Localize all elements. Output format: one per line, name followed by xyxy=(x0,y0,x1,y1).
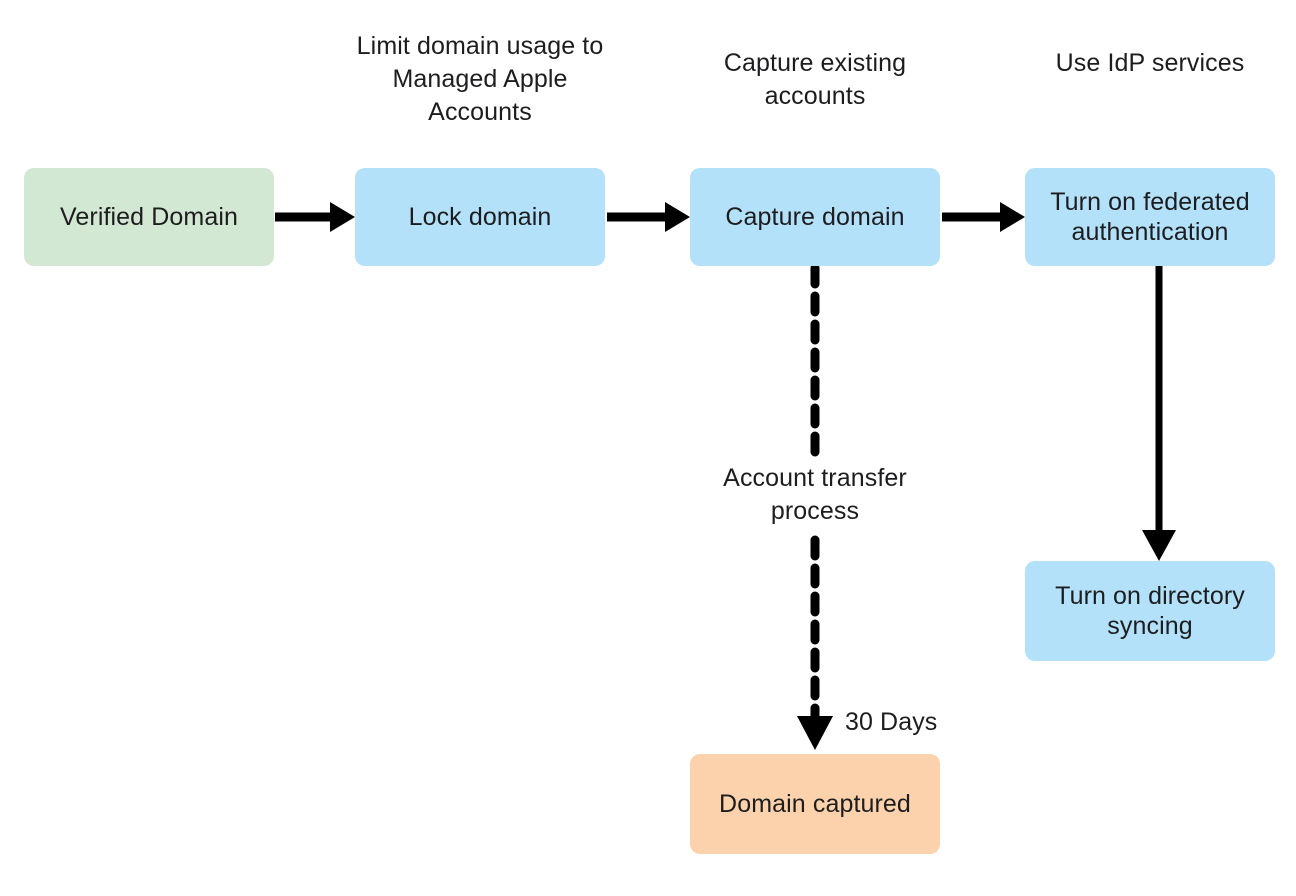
caption-federated-auth: Use IdP services xyxy=(1055,49,1245,77)
node-capture-domain[interactable]: Capture domain xyxy=(690,168,940,266)
connector-verified-to-lock xyxy=(275,202,355,232)
edge-label-account-transfer-process: Account transfer process xyxy=(723,464,907,525)
edge-label-thirty-days: 30 Days xyxy=(845,708,938,736)
caption-lock-domain: Limit domain usage to Managed Apple Acco… xyxy=(356,32,604,126)
connector-lock-to-capture xyxy=(607,202,690,232)
connector-federated-to-directory xyxy=(1142,266,1176,561)
node-domain-captured[interactable]: Domain captured xyxy=(690,754,940,854)
caption-capture-domain: Capture existing accounts xyxy=(723,49,907,110)
node-turn-on-directory-syncing[interactable]: Turn on directory syncing xyxy=(1025,561,1275,661)
node-lock-domain[interactable]: Lock domain xyxy=(355,168,605,266)
connector-capture-to-federated xyxy=(942,202,1025,232)
node-turn-on-federated-authentication[interactable]: Turn on federated authentication xyxy=(1025,168,1275,266)
node-verified-domain[interactable]: Verified Domain xyxy=(24,168,274,266)
